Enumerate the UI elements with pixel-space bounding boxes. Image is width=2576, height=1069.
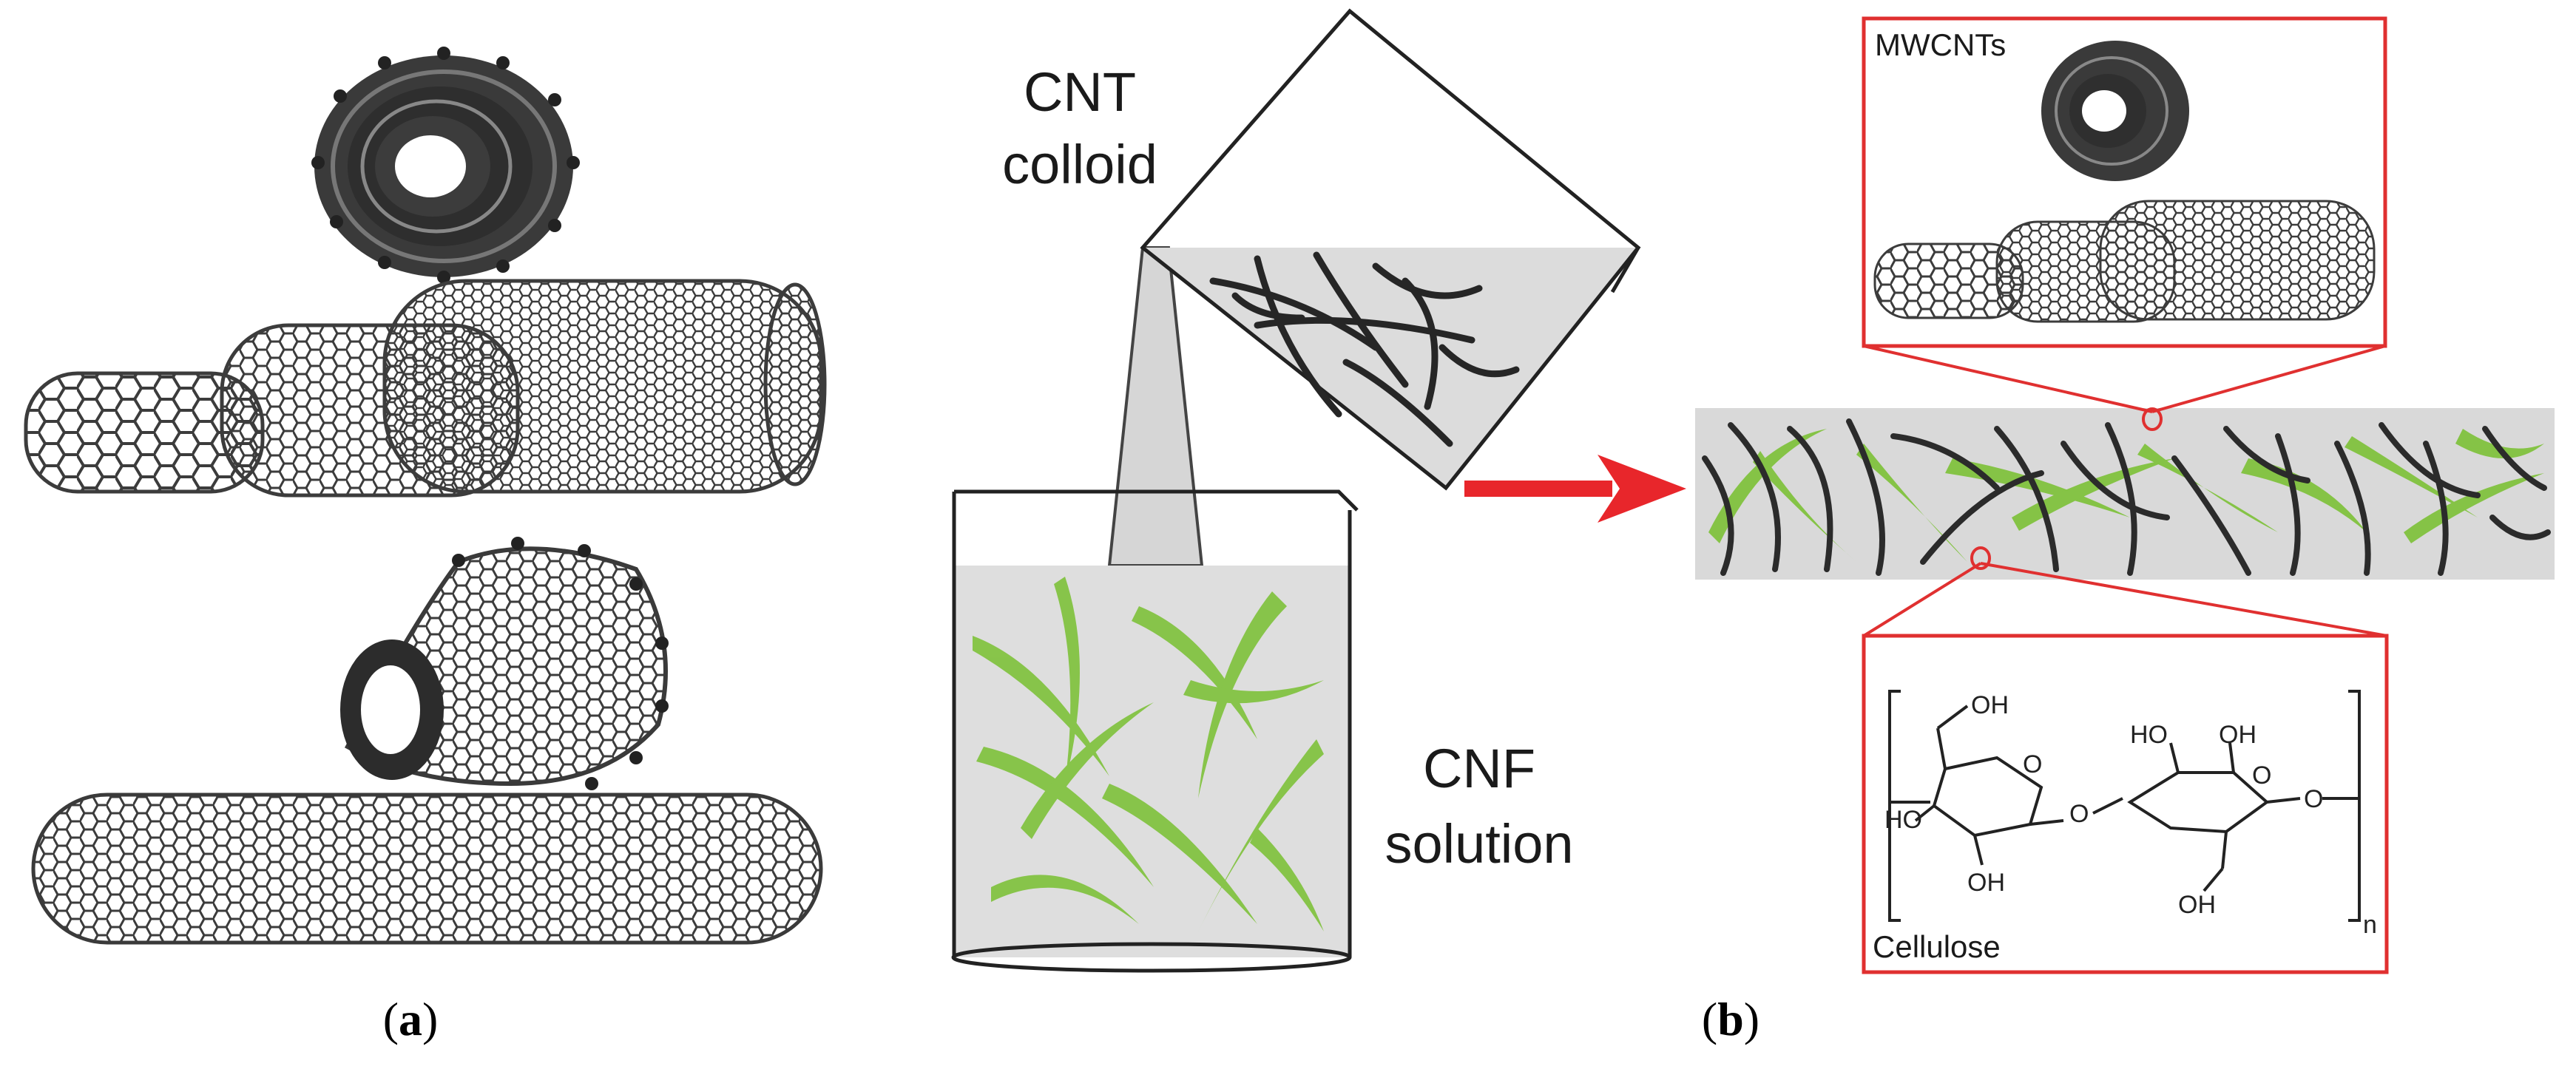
caption-a: (a)	[383, 993, 439, 1045]
svg-text:HO: HO	[2130, 721, 2168, 749]
composite-cnt-strands	[1702, 418, 2551, 576]
swcnt-end-view	[340, 537, 669, 790]
panel-a: (a)	[24, 47, 827, 1045]
cellulose-label: Cellulose	[1873, 929, 2001, 964]
svg-text:O: O	[2023, 750, 2042, 778]
inset-mwcnt-side	[1873, 200, 2376, 323]
cnf-fibers	[973, 577, 1324, 931]
mwcnt-side-view	[24, 279, 827, 498]
svg-text:OH: OH	[1967, 869, 2005, 897]
mwcnt-label: MWCNTs	[1875, 27, 2006, 62]
svg-text:HO: HO	[1884, 806, 1922, 834]
svg-text:O: O	[2069, 800, 2089, 828]
svg-text:O: O	[2252, 761, 2271, 790]
cnt-colloid-container	[1140, 8, 1641, 491]
svg-text:n: n	[2363, 911, 2377, 939]
caption-b: (b)	[1702, 993, 1759, 1045]
cnf-solution-label-line1: CNF	[1423, 738, 1535, 799]
svg-text:OH: OH	[1971, 691, 2009, 719]
inset-mwcnt-end	[2041, 41, 2189, 181]
composite-film	[1695, 407, 2555, 580]
cellulose-inset: OH O HO OH O HO OH O O OH n Cellulose	[1862, 562, 2389, 974]
cnt-colloid-label-line2: colloid	[1002, 134, 1157, 195]
panel-b: MWCNTs	[951, 8, 2555, 1045]
cnf-solution-label-line2: solution	[1385, 813, 1573, 875]
swcnt-side-view	[31, 793, 823, 945]
mwcnt-inset: MWCNTs	[1862, 16, 2387, 413]
svg-text:O: O	[2304, 785, 2323, 813]
cellulose-atom-labels: OH O HO OH O HO OH O O OH n	[1884, 691, 2377, 939]
cellulose-structure	[1888, 690, 2361, 922]
cnt-strands	[1209, 251, 1520, 447]
mwcnt-end-view-top	[311, 47, 580, 284]
process-arrow	[1464, 455, 1686, 523]
cnt-colloid-label-line1: CNT	[1024, 61, 1136, 123]
pour-stream	[1107, 246, 1204, 567]
svg-text:OH: OH	[2178, 891, 2216, 919]
svg-text:OH: OH	[2219, 721, 2256, 749]
cnf-beaker	[951, 489, 1359, 973]
